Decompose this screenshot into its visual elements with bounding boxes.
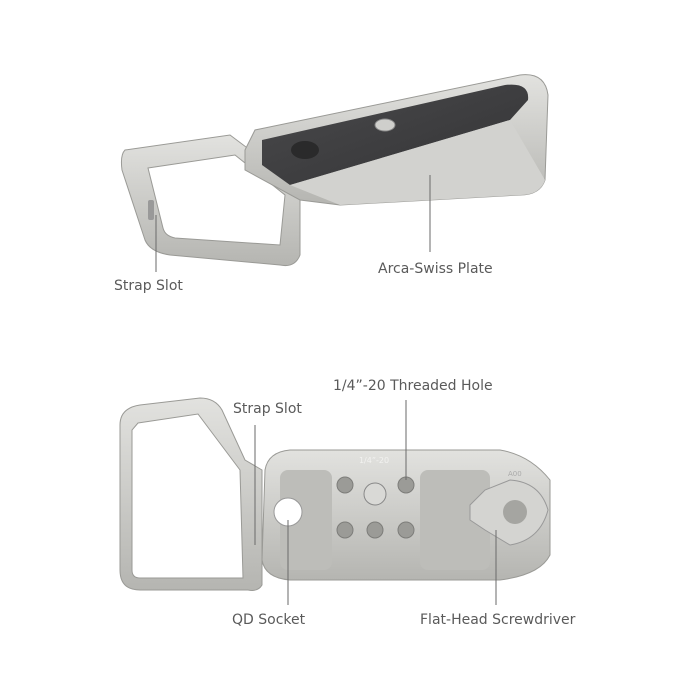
top-hole <box>291 141 319 159</box>
rubber-pad <box>262 84 529 185</box>
label-threaded-hole: 1/4”-20 Threaded Hole <box>333 378 493 394</box>
top-view-bracket <box>120 74 549 266</box>
top-screw <box>374 118 396 132</box>
strap-slot-mark-top <box>148 200 154 220</box>
bottom-view-bracket <box>119 397 551 591</box>
screwdriver-hole <box>503 500 527 524</box>
label-arca-swiss-plate: Arca-Swiss Plate <box>378 261 493 277</box>
recess-right <box>420 470 490 570</box>
label-strap-slot-bottom: Strap Slot <box>233 401 302 417</box>
threaded-holes <box>336 476 415 539</box>
recess-left <box>280 470 332 570</box>
center-screw <box>363 482 387 506</box>
label-strap-slot-top: Strap Slot <box>114 278 183 294</box>
strap-frame-bottom <box>119 397 263 591</box>
plate-side <box>290 120 545 205</box>
label-qd-socket: QD Socket <box>232 612 306 628</box>
label-flat-head-screwdriver: Flat-Head Screwdriver <box>420 612 576 628</box>
leader-lines <box>155 175 497 605</box>
model-mark-engraving: A00 <box>508 470 522 478</box>
thread-mark-engraving: 1/4”-20 <box>359 456 389 465</box>
